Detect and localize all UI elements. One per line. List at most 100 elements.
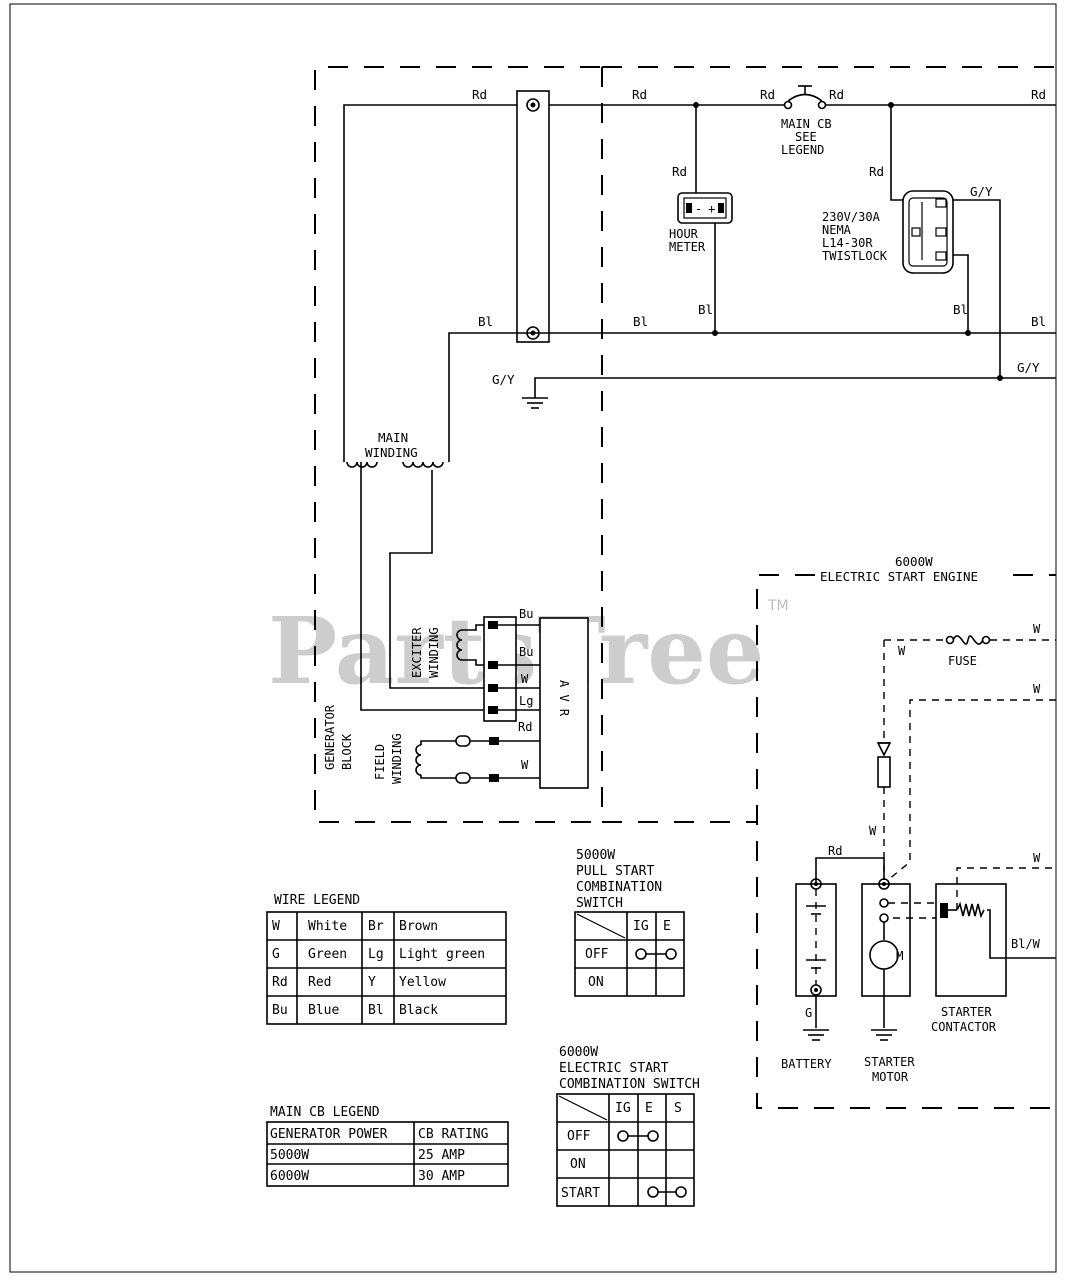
wire-legend-cell: Light green: [399, 947, 485, 962]
hour-meter: - + HOUR METER: [669, 192, 733, 254]
receptacle-label-4: TWISTLOCK: [822, 249, 888, 263]
wire-legend-cell: Y: [368, 975, 376, 990]
wire-legend-cell: Yellow: [399, 975, 446, 990]
avr-connector: Bu Bu W Lg: [483, 607, 540, 722]
receptacle-label-2: NEMA: [822, 223, 852, 237]
avr-leads: [360, 462, 492, 711]
main-cb-legend-title: MAIN CB LEGEND: [270, 1105, 380, 1120]
svg-text:-: -: [695, 202, 702, 216]
main-cb-row-rating-2: 30 AMP: [418, 1169, 465, 1184]
main-cb-row-power-2: 6000W: [270, 1169, 309, 1184]
wire-label-blw: Bl/W: [1011, 937, 1041, 951]
wire-label-gy-3: G/Y: [1017, 360, 1040, 375]
wire-label-bl-1: Bl: [478, 314, 493, 329]
electric-start-col-s: S: [674, 1101, 682, 1116]
main-cb-header-rating: CB RATING: [418, 1127, 489, 1142]
wire-legend-cell: Brown: [399, 919, 438, 934]
terminal-bar: [516, 90, 550, 343]
hour-meter-label-2: METER: [669, 240, 706, 254]
wire-label-rd-4: Rd: [829, 87, 844, 102]
wire-label-gy-2: G/Y: [970, 184, 993, 199]
engine-outline: 6000W ELECTRIC START ENGINE: [756, 554, 1056, 1109]
pull-start-col-ig: IG: [633, 919, 649, 934]
main-winding-label-2: WINDING: [365, 445, 418, 460]
wire-legend-cell: Blue: [308, 1003, 339, 1018]
red-line: Rd Rd Rd Rd Rd Rd Rd: [343, 87, 1056, 462]
exciter-label: EXCITER: [410, 627, 424, 678]
wire-label-w-4: W: [869, 824, 877, 838]
wire-label-w-3: W: [1033, 622, 1041, 636]
wire-label-g: G: [805, 1006, 812, 1020]
wire-label-bl-2: Bl: [633, 314, 648, 329]
twistlock-receptacle: 230V/30A NEMA L14-30R TWISTLOCK: [822, 190, 954, 274]
exciter-label-2: WINDING: [427, 627, 441, 678]
wire-label-rd-3: Rd: [760, 87, 775, 102]
starter-contactor: W Bl/W STARTER CONTACTOR: [931, 851, 1056, 1034]
wire-label-rd-battery: Rd: [828, 844, 842, 858]
field-label: FIELD: [373, 744, 387, 780]
wire-label-w-5: W: [1033, 682, 1041, 696]
generator-block-outline: [314, 66, 1056, 823]
battery-label: BATTERY: [781, 1057, 832, 1071]
pull-start-switch-table: 5000W PULL START COMBINATION SWITCH IG E…: [574, 848, 685, 997]
black-line: Bl Bl Bl Bl Bl: [448, 222, 1056, 462]
wire-label-w-6: W: [1033, 851, 1041, 865]
field-label-2: WINDING: [390, 733, 404, 784]
receptacle-label-3: L14-30R: [822, 236, 873, 250]
starter-motor-label: STARTER: [864, 1055, 915, 1069]
hour-meter-label: HOUR: [669, 227, 699, 241]
main-cb-header-power: GENERATOR POWER: [270, 1127, 388, 1142]
pull-start-title-3: COMBINATION: [576, 880, 662, 895]
pull-start-row-off: OFF: [585, 947, 609, 962]
wire-label-w-2: W: [898, 644, 906, 658]
wire-label-rd-2: Rd: [632, 87, 647, 102]
wire-label-bl-4: Bl: [953, 302, 968, 317]
starter-motor-label-2: MOTOR: [872, 1070, 909, 1084]
fuse-circuit: FUSE W W W W: [869, 622, 1056, 881]
electric-start-title-2: ELECTRIC START: [559, 1061, 669, 1076]
wire-legend-cell: Bl: [368, 1003, 384, 1018]
avr: A V R: [539, 617, 589, 789]
main-cb-row-rating-1: 25 AMP: [418, 1148, 465, 1163]
wire-legend-cell: Rd: [272, 975, 288, 990]
starter-contactor-label: STARTER: [941, 1005, 992, 1019]
electric-start-switch-table: 6000W ELECTRIC START COMBINATION SWITCH …: [556, 1045, 700, 1207]
wire-label-bu-2: Bu: [519, 645, 533, 659]
wire-legend-cell: Lg: [368, 947, 384, 962]
wire-label-bu-1: Bu: [519, 607, 533, 621]
pull-start-title-4: SWITCH: [576, 896, 623, 911]
wire-label-lg: Lg: [519, 694, 533, 708]
wire-label-rd-6: Rd: [672, 164, 687, 179]
wire-legend-cell: W: [272, 919, 280, 934]
electric-start-col-e: E: [645, 1101, 653, 1116]
wire-label-rd-1: Rd: [472, 87, 487, 102]
main-winding-label: MAIN: [378, 430, 408, 445]
electric-start-row-off: OFF: [567, 1129, 591, 1144]
svg-text:+: +: [708, 202, 715, 216]
wire-legend-cell: Bu: [272, 1003, 288, 1018]
electric-start-col-ig: IG: [615, 1101, 631, 1116]
wire-legend-title: WIRE LEGEND: [274, 893, 360, 908]
exciter-winding: EXCITER WINDING: [410, 624, 492, 678]
electric-start-title: 6000W: [559, 1045, 598, 1060]
wire-label-rd-7: Rd: [869, 164, 884, 179]
pull-start-title-2: PULL START: [576, 864, 654, 879]
receptacle-label: 230V/30A: [822, 210, 881, 224]
electric-start-row-start: START: [561, 1186, 600, 1201]
pull-start-row-on: ON: [588, 975, 604, 990]
engine-label: 6000W: [895, 554, 933, 569]
starter-contactor-label-2: CONTACTOR: [931, 1020, 997, 1034]
wire-legend-cell: Black: [399, 1003, 438, 1018]
wire-legend-cell: Green: [308, 947, 347, 962]
wire-legend-cell: Br: [368, 919, 384, 934]
electric-start-row-on: ON: [570, 1157, 586, 1172]
field-winding: Rd W FIELD WINDING: [373, 720, 540, 784]
wire-legend-cell: G: [272, 947, 280, 962]
main-cb-legend: MAIN CB LEGEND GENERATOR POWER CB RATING…: [266, 1105, 509, 1187]
electric-start-title-3: COMBINATION SWITCH: [559, 1077, 700, 1092]
watermark-tm: TM: [767, 598, 789, 614]
wire-legend-cell: White: [308, 919, 347, 934]
wire-label-bl-3: Bl: [698, 302, 713, 317]
